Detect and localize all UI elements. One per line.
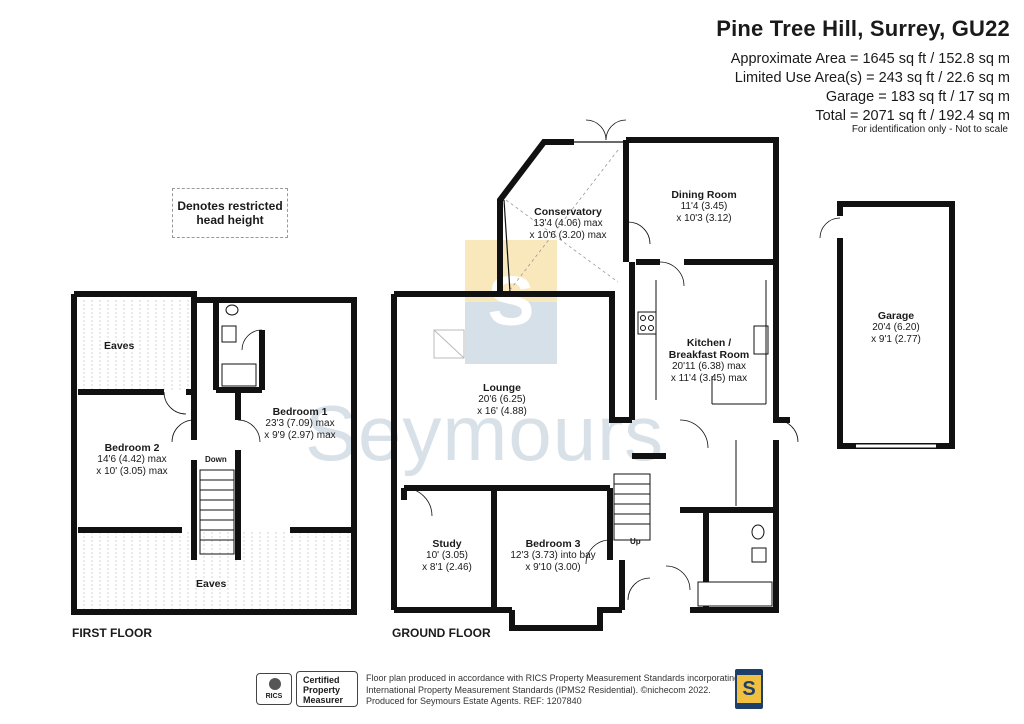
bedroom-2-label: Bedroom 2 14'6 (4.42) max x 10' (3.05) m…: [86, 442, 178, 478]
study-dim1: 10' (3.05): [426, 550, 468, 561]
conservatory-dim1: 13'4 (4.06) max: [533, 218, 603, 229]
first-floor-plan: [71, 291, 357, 615]
seymours-logo: S: [735, 669, 763, 709]
lounge-dim2: x 16' (4.88): [477, 406, 527, 417]
rics-badge: RICS: [256, 673, 292, 705]
first-floor-doors: [163, 329, 263, 443]
garage-name: Garage: [877, 310, 915, 322]
kitchen-dim1: 20'11 (6.38) max: [672, 361, 746, 372]
bedroom-1-name: Bedroom 1: [272, 406, 328, 418]
conservatory-name: Conservatory: [534, 206, 602, 218]
kitchen-dim2: x 11'4 (3.45) max: [670, 373, 748, 384]
conservatory-dim2: x 10'6 (3.20) max: [529, 230, 607, 241]
stairs-up-label: Up: [630, 537, 641, 546]
restricted-height-legend: Denotes restricted head height: [172, 188, 288, 238]
page-title: Pine Tree Hill, Surrey, GU22: [716, 16, 1010, 41]
first-floor-walls: [71, 291, 357, 615]
study-label: Study 10' (3.05) x 8'1 (2.46): [412, 538, 482, 574]
footer-line-3: Produced for Seymours Estate Agents. REF…: [366, 696, 582, 706]
kitchen-name-2: Breakfast Room: [668, 349, 750, 361]
rics-certified-measurer: Certified Property Measurer: [296, 671, 358, 707]
conservatory-glazing: [499, 141, 626, 293]
bedroom-3-label: Bedroom 3 12'3 (3.73) into bay x 9'10 (3…: [500, 538, 606, 574]
ground-floor-label: GROUND FLOOR: [392, 626, 491, 640]
bedroom-1-dim2: x 9'9 (2.97) max: [264, 430, 336, 441]
kitchen-label: Kitchen / Breakfast Room 20'11 (6.38) ma…: [662, 337, 756, 385]
ground-floor-plan: [391, 119, 799, 631]
bedroom-1-dim1: 23'3 (7.09) max: [265, 418, 335, 429]
watermark-logo: S: [465, 240, 557, 364]
garage-dim1: 20'4 (6.20): [872, 322, 920, 333]
bedroom-1-label: Bedroom 1 23'3 (7.09) max x 9'9 (2.97) m…: [252, 406, 348, 442]
rics-emblem-icon: [269, 678, 281, 690]
watermark-text: Seymours: [305, 389, 665, 477]
study-dim2: x 8'1 (2.46): [422, 562, 472, 573]
dining-room-dim1: 11'4 (3.45): [680, 201, 728, 212]
bedroom-3-dim2: x 9'10 (3.00): [525, 562, 581, 573]
kitchen-name-1: Kitchen /: [686, 337, 732, 349]
bedroom-3-name: Bedroom 3: [525, 538, 581, 550]
garage-dim2: x 9'1 (2.77): [871, 334, 921, 345]
garage-label: Garage 20'4 (6.20) x 9'1 (2.77): [852, 310, 940, 346]
legend-line-2: head height: [196, 213, 264, 227]
eaves-bottom-area: [78, 530, 354, 612]
ground-floor-fixtures: [433, 311, 773, 607]
bedroom-2-dim2: x 10' (3.05) max: [96, 466, 168, 477]
kitchen-units: [655, 280, 767, 506]
area-limited-use: Limited Use Area(s) = 243 sq ft / 22.6 s…: [734, 70, 1010, 86]
lounge-name: Lounge: [483, 382, 521, 394]
watermark-logo-letter: S: [487, 262, 535, 340]
seymours-logo-letter: S: [737, 675, 761, 703]
ground-floor-doors: [403, 119, 799, 601]
lounge-dim1: 20'6 (6.25): [478, 394, 526, 405]
area-approximate: Approximate Area = 1645 sq ft / 152.8 sq…: [730, 51, 1010, 67]
area-garage: Garage = 183 sq ft / 17 sq m: [825, 89, 1010, 105]
footer-line-2: International Property Measurement Stand…: [366, 684, 711, 695]
dining-room-name: Dining Room: [671, 189, 737, 201]
legend-line-1: Denotes restricted: [177, 199, 283, 213]
bedroom-2-name: Bedroom 2: [104, 442, 160, 454]
ground-floor-stairs: [613, 473, 651, 541]
garage-plan: [819, 201, 955, 449]
stairs-down-label: Down: [205, 455, 227, 464]
first-floor-label: FIRST FLOOR: [72, 626, 152, 640]
footer-line-1: Floor plan produced in accordance with R…: [366, 673, 740, 683]
footer-note: Floor plan produced in accordance with R…: [366, 673, 739, 708]
bedroom-3-dim1: 12'3 (3.73) into bay: [510, 550, 596, 561]
lounge-label: Lounge 20'6 (6.25) x 16' (4.88): [462, 382, 542, 418]
eaves-bottom-label: Eaves: [196, 578, 227, 590]
dining-room-label: Dining Room 11'4 (3.45) x 10'3 (3.12): [664, 189, 744, 225]
conservatory-restricted: [505, 149, 619, 291]
area-total: Total = 2071 sq ft / 192.4 sq m: [815, 108, 1010, 124]
bedroom-2-dim1: 14'6 (4.42) max: [97, 454, 167, 465]
area-summary: Approximate Area = 1645 sq ft / 152.8 sq…: [731, 50, 1010, 126]
study-name: Study: [432, 538, 462, 550]
conservatory-label: Conservatory 13'4 (4.06) max x 10'6 (3.2…: [522, 206, 614, 242]
first-floor-fixtures: [199, 304, 257, 555]
identification-note: For identification only - Not to scale: [851, 124, 1008, 135]
rics-certification: RICS Certified Property Measurer: [256, 671, 358, 707]
dining-room-dim2: x 10'3 (3.12): [676, 213, 732, 224]
eaves-top-label: Eaves: [104, 340, 135, 352]
eaves-top-area: [78, 298, 190, 392]
